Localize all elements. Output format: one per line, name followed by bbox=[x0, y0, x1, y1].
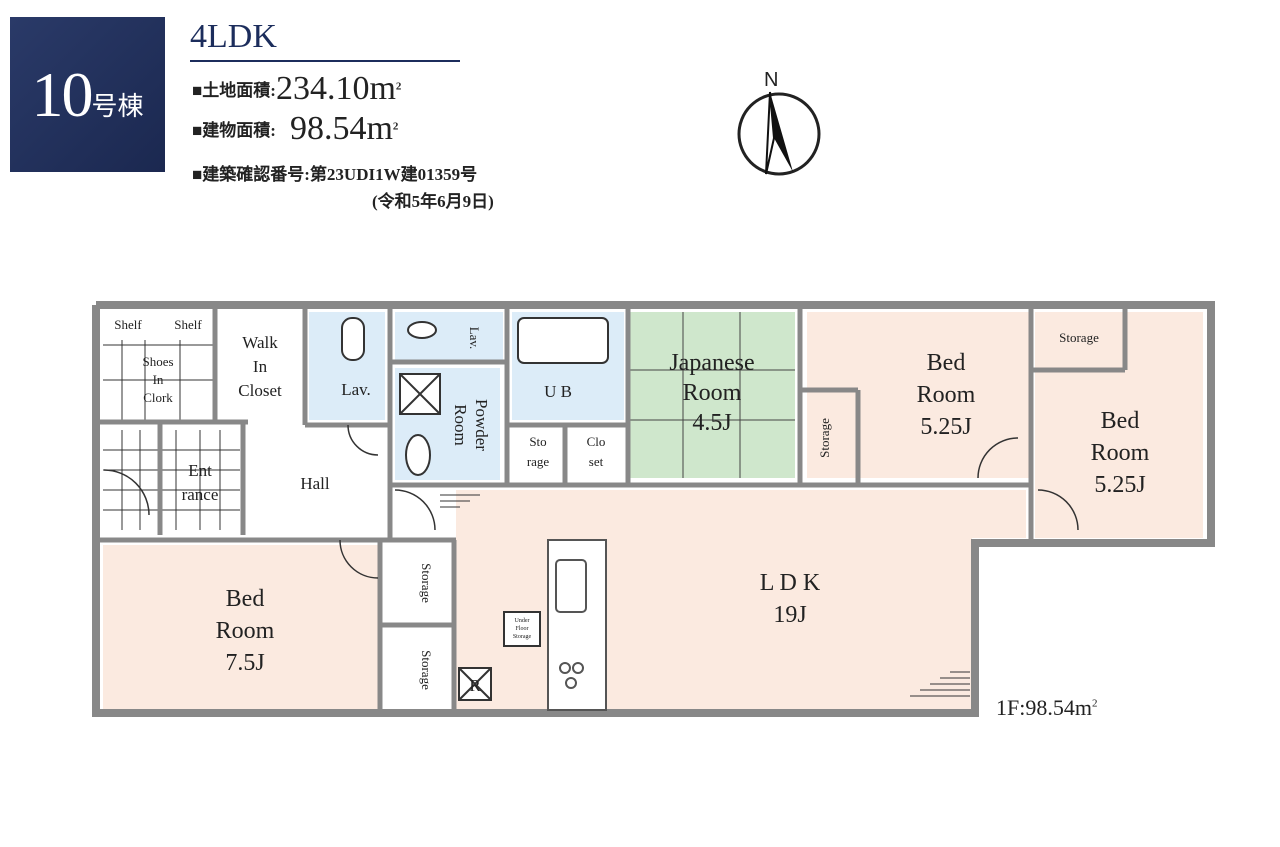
ldk-notch-fill bbox=[972, 538, 1026, 710]
floor-area-unit-sup: 2 bbox=[1091, 697, 1098, 710]
building-area-value: 98.54 bbox=[289, 110, 367, 147]
sto-rage-line-1: Sto bbox=[529, 434, 546, 449]
storage-east-label: Storage bbox=[1059, 330, 1099, 345]
walk-in-closet-line-3: Closet bbox=[238, 381, 282, 400]
building-area-row: ■建物面積: 98.54m2 bbox=[192, 110, 398, 148]
north-compass-icon: N bbox=[737, 69, 821, 176]
entrance-line-2: rance bbox=[182, 485, 219, 504]
kitchen-counter bbox=[547, 539, 607, 711]
land-area-value: 234.10 bbox=[275, 70, 370, 107]
building-area-label: ■建物面積: bbox=[192, 121, 276, 140]
lav-2-label: Lav. bbox=[467, 327, 482, 350]
under-floor-line-3: Storage bbox=[513, 634, 532, 640]
building-area-unit-sup: 2 bbox=[392, 120, 399, 133]
japanese-room-line-2: Room bbox=[683, 380, 742, 406]
lav-1-label: Lav. bbox=[341, 380, 371, 399]
compass-needle bbox=[770, 92, 793, 172]
floor-area-total: 1F:98.54m2 bbox=[996, 695, 1097, 721]
clo-set-line-1: Clo bbox=[587, 434, 606, 449]
floor-area-label: 1F:98.54 bbox=[996, 695, 1075, 720]
confirmation-value: 第23UDI1W建01359号 bbox=[309, 165, 478, 184]
bed-room-east-line-2: Room bbox=[1091, 440, 1150, 466]
hall-label: Hall bbox=[300, 474, 330, 493]
ub-label: U B bbox=[544, 382, 572, 401]
confirmation-date: (令和5年6月9日) bbox=[372, 192, 494, 211]
shelf-1-label: Shelf bbox=[114, 317, 142, 332]
entrance-line-1: Ent bbox=[188, 461, 212, 480]
storage-lower-2-label: Storage bbox=[419, 650, 434, 690]
bed-room-east-line-1: Bed bbox=[1101, 408, 1140, 434]
ldk-fill bbox=[456, 490, 1026, 710]
japanese-room-line-1: Japanese bbox=[669, 350, 754, 376]
fixtures bbox=[341, 317, 609, 701]
lav-2-fill bbox=[395, 312, 503, 362]
land-area-label: ■土地面積: bbox=[192, 81, 276, 100]
shoes-clork-line-1: Shoes bbox=[142, 354, 173, 369]
building-area-unit: m bbox=[366, 110, 393, 147]
bed-room-east-line-3: 5.25J bbox=[1094, 472, 1145, 498]
walk-in-closet-line-2: In bbox=[253, 357, 268, 376]
interior-walls bbox=[96, 305, 1128, 713]
building-number: 10 bbox=[31, 58, 93, 130]
stair-hatch bbox=[440, 494, 970, 697]
clo-set-line-2: set bbox=[589, 454, 604, 469]
land-area-unit-sup: 2 bbox=[395, 80, 402, 93]
japanese-room-line-3: 4.5J bbox=[692, 410, 731, 436]
bed-room-north-line-2: Room bbox=[917, 382, 976, 408]
ldk-line-2: 19J bbox=[773, 602, 806, 628]
bedroom-east-fill bbox=[1035, 312, 1203, 538]
bed-room-west-line-3: 7.5J bbox=[225, 650, 264, 676]
confirmation-label: ■建築確認番号: bbox=[192, 165, 310, 184]
shoes-clork-line-3: Clork bbox=[143, 390, 173, 405]
shoes-clork-line-2: In bbox=[153, 372, 164, 387]
storage-north-label: Storage bbox=[817, 418, 832, 458]
outer-walls bbox=[92, 301, 1215, 717]
powder-room-line-1: Powder bbox=[472, 399, 491, 451]
bed-room-north-line-1: Bed bbox=[927, 350, 966, 376]
building-number-badge: 10 号棟 bbox=[10, 17, 165, 172]
compass-needle-outline bbox=[765, 91, 776, 175]
bed-room-north-line-3: 5.25J bbox=[920, 414, 971, 440]
japanese-room-fill bbox=[629, 312, 795, 478]
refrigerator-label: R bbox=[469, 676, 481, 695]
title-underline bbox=[190, 60, 460, 62]
bed-room-west-line-1: Bed bbox=[226, 586, 265, 612]
door-swings bbox=[103, 424, 1079, 579]
shelf-2-label: Shelf bbox=[174, 317, 202, 332]
land-area-row: ■土地面積:234.10m2 bbox=[192, 70, 401, 108]
storage-lower-1-label: Storage bbox=[419, 563, 434, 603]
ldk-line-1: L D K bbox=[760, 570, 821, 596]
powder-room-line-2: Room bbox=[451, 404, 470, 446]
walk-in-closet-line-1: Walk bbox=[242, 333, 278, 352]
tatami-lines bbox=[629, 312, 795, 478]
confirmation-row: ■建築確認番号:第23UDI1W建01359号 bbox=[192, 160, 477, 185]
bed-room-west-line-2: Room bbox=[216, 618, 275, 644]
under-floor-line-1: Under bbox=[515, 618, 530, 624]
land-area-unit: m bbox=[369, 70, 396, 107]
layout-type: 4LDK bbox=[190, 18, 277, 55]
bedroom-north-fill bbox=[807, 312, 1029, 478]
bedroom-west-fill bbox=[103, 545, 378, 710]
building-number-suffix: 号棟 bbox=[91, 92, 144, 121]
tile-grid bbox=[103, 340, 240, 530]
compass-ring bbox=[737, 92, 821, 176]
floor-area-unit: m bbox=[1074, 695, 1092, 720]
north-label: N bbox=[764, 69, 778, 91]
under-floor-line-2: Floor bbox=[515, 626, 528, 632]
sto-rage-line-2: rage bbox=[527, 454, 550, 469]
